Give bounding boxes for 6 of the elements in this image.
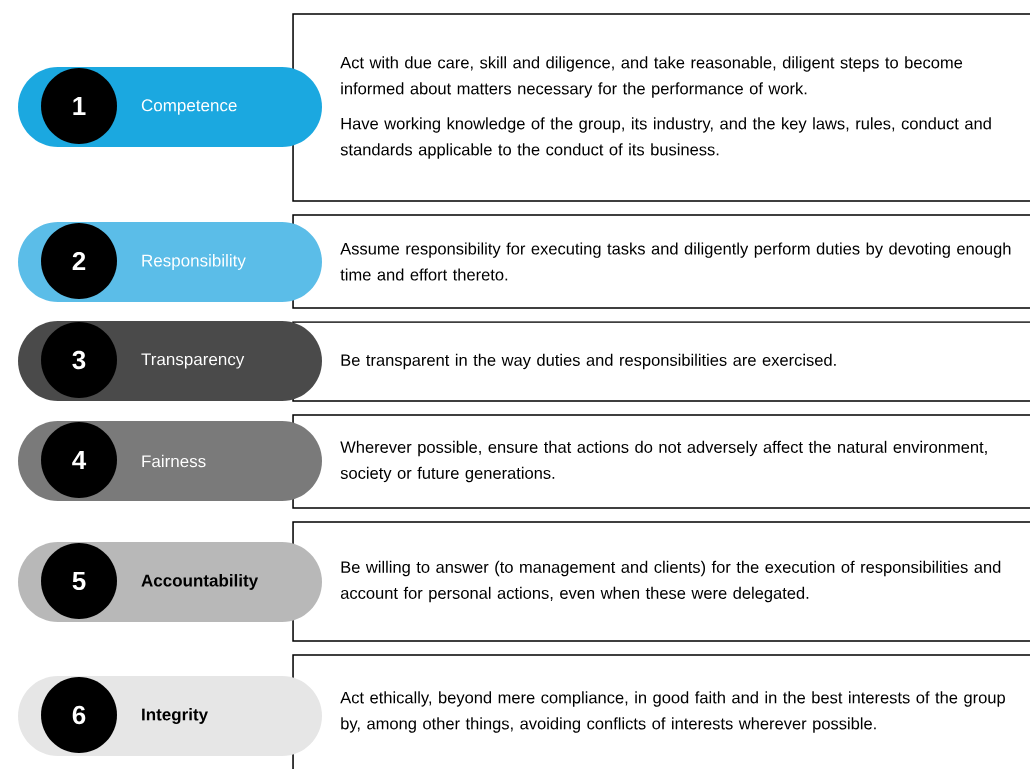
text-box: Be willing to answer (to management and clients) for the execution of responsibilities and account for personal actions, even when these were delegated. [292,521,1030,642]
text-box: Wherever possible, ensure that actions do not adversely affect the natural environment, society or future generations. [292,414,1030,509]
text-box: Be transparent in the way duties and responsibilities are exercised. [292,321,1030,402]
text-box: Act with due care, skill and diligence, and take reasonable, diligent steps to become informed about matters necessary for the performance of work. Have working knowledge of the group, its industry, and the key laws, rules, conduct and standards applicable to the conduct of its business. [292,13,1030,202]
text-box: Act ethically, beyond mere compliance, in good faith and in the best interests of the group by, among other things, avoiding conflicts of interests wherever possible. [292,654,1030,769]
text-box: Assume responsibility for executing tasks and diligently perform duties by devoting enough time and effort thereto. [292,214,1030,309]
